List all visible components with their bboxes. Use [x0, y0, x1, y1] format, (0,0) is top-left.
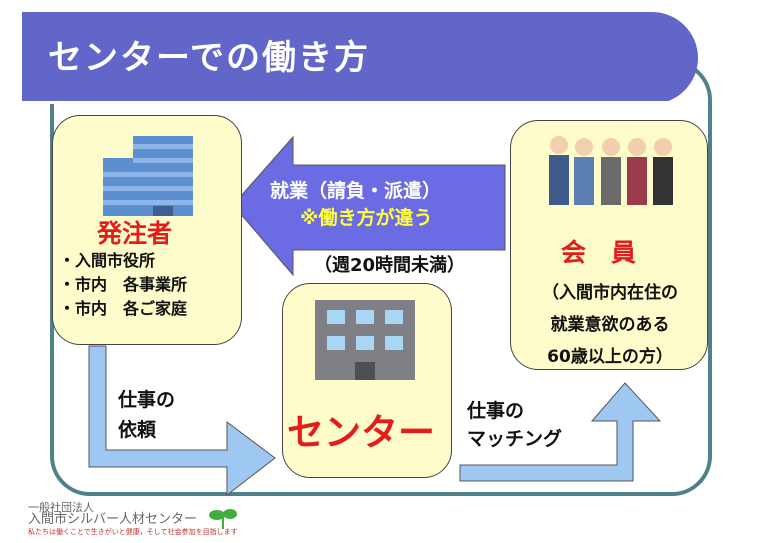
center-label: センター [287, 411, 435, 454]
member-desc-line: 60歳以上の方） [547, 347, 673, 367]
client-heading: 発注者 [97, 219, 173, 248]
request-label-line1: 仕事の [118, 389, 176, 411]
sprout-icon [209, 509, 237, 529]
title-bar [22, 12, 698, 104]
matching-label-line2: マッチング [467, 428, 563, 450]
center-box: センター [282, 283, 452, 478]
request-label-line2: 依頼 [118, 419, 157, 441]
member-heading: 会 員 [561, 238, 637, 267]
footer-logo: 一般社団法人 入間市シルバー人材センター 私たちは働くことで生きがいと健康，そし… [28, 502, 238, 538]
matching-label-line1: 仕事の [467, 400, 525, 422]
client-item: ・市内 各事業所 [59, 275, 188, 294]
client-item: ・入間市役所 [59, 251, 156, 270]
page-title: センターでの働き方 [48, 38, 370, 78]
work-hours-note: （週20時間未満） [314, 255, 466, 276]
member-desc-line: 就業意欲のある [550, 315, 670, 335]
org-name: 入間市シルバー人材センター [28, 512, 198, 527]
client-box: 発注者 ・入間市役所 ・市内 各事業所 ・市内 各ご家庭 [52, 115, 242, 345]
slogan: 私たちは働くことで生きがいと健康，そして社会参加を目指します [28, 528, 238, 536]
org-type: 一般社団法人 [28, 501, 94, 514]
matching-arrow [459, 382, 662, 482]
senior-members-illustration [549, 136, 673, 205]
work-arrow-line1: 就業（請負・派遣） [270, 180, 442, 202]
work-arrow-line2: ※働き方が違う [300, 207, 433, 229]
client-item: ・市内 各ご家庭 [59, 299, 188, 318]
office-building-icon [103, 136, 193, 216]
member-box: 会 員 （入間市内在住の 就業意欲のある 60歳以上の方） [510, 120, 708, 370]
request-arrow [88, 345, 276, 497]
center-building-icon [315, 300, 415, 380]
work-arrow [232, 135, 506, 277]
member-desc-line: （入間市内在住の [542, 283, 678, 303]
